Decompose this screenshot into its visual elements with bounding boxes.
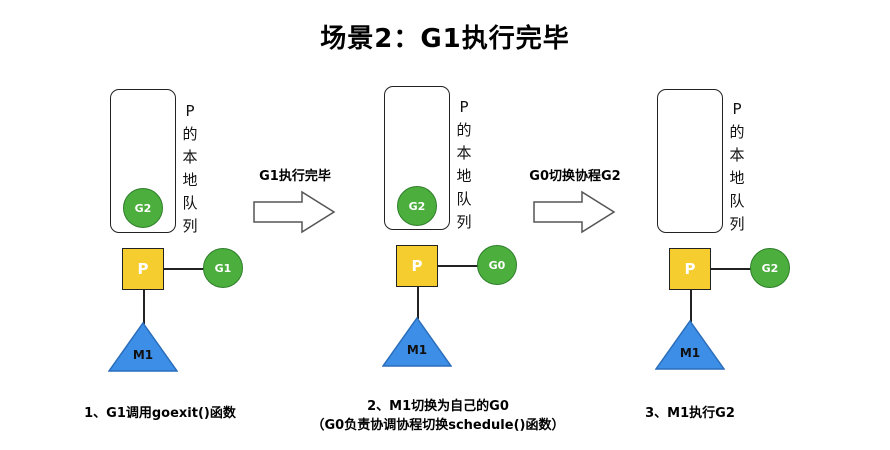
transition-label: G0切换协程G2 <box>529 169 621 184</box>
local-queue-label: P的本地队列 <box>729 100 745 233</box>
machine-m-triangle <box>655 320 725 370</box>
p-to-g-link <box>711 268 753 270</box>
caption-line: 3、M1执行G2 <box>645 406 735 421</box>
running-goroutine: G2 <box>750 248 790 288</box>
local-queue-label: P的本地队列 <box>182 102 198 235</box>
queued-goroutine: G2 <box>397 186 437 226</box>
processor-p: P <box>669 248 711 290</box>
scene-caption: 1、G1调用goexit()函数 <box>40 404 280 423</box>
scene-caption: 2、M1切换为自己的G0 （G0负责协调协程切换schedule()函数） <box>278 397 598 435</box>
diagram-title: 场景2：G1执行完毕 <box>320 24 570 54</box>
caption-line: 2、M1切换为自己的G0 <box>367 399 509 414</box>
local-queue <box>657 89 723 233</box>
p-to-m-link <box>417 287 419 319</box>
running-goroutine: G1 <box>203 248 243 288</box>
p-to-m-link <box>143 290 145 324</box>
p-to-g-link <box>438 265 480 267</box>
transition-label: G1执行完毕 <box>259 169 331 184</box>
processor-p: P <box>122 248 164 290</box>
local-queue-label: P的本地队列 <box>456 98 472 231</box>
transition-arrow <box>253 190 336 234</box>
running-goroutine: G0 <box>477 245 517 285</box>
machine-m-label: M1 <box>679 346 701 360</box>
p-to-g-link <box>164 268 206 270</box>
machine-m-label: M1 <box>406 343 428 357</box>
machine-m-triangle <box>382 317 452 367</box>
machine-m-triangle <box>108 322 178 372</box>
queued-goroutine: G2 <box>123 188 163 228</box>
caption-line: 1、G1调用goexit()函数 <box>84 406 236 421</box>
p-to-m-link <box>690 290 692 322</box>
processor-p: P <box>396 245 438 287</box>
machine-m-label: M1 <box>132 348 154 362</box>
transition-arrow <box>533 190 616 234</box>
scene-caption: 3、M1执行G2 <box>600 404 780 423</box>
caption-line: （G0负责协调协程切换schedule()函数） <box>311 418 565 433</box>
